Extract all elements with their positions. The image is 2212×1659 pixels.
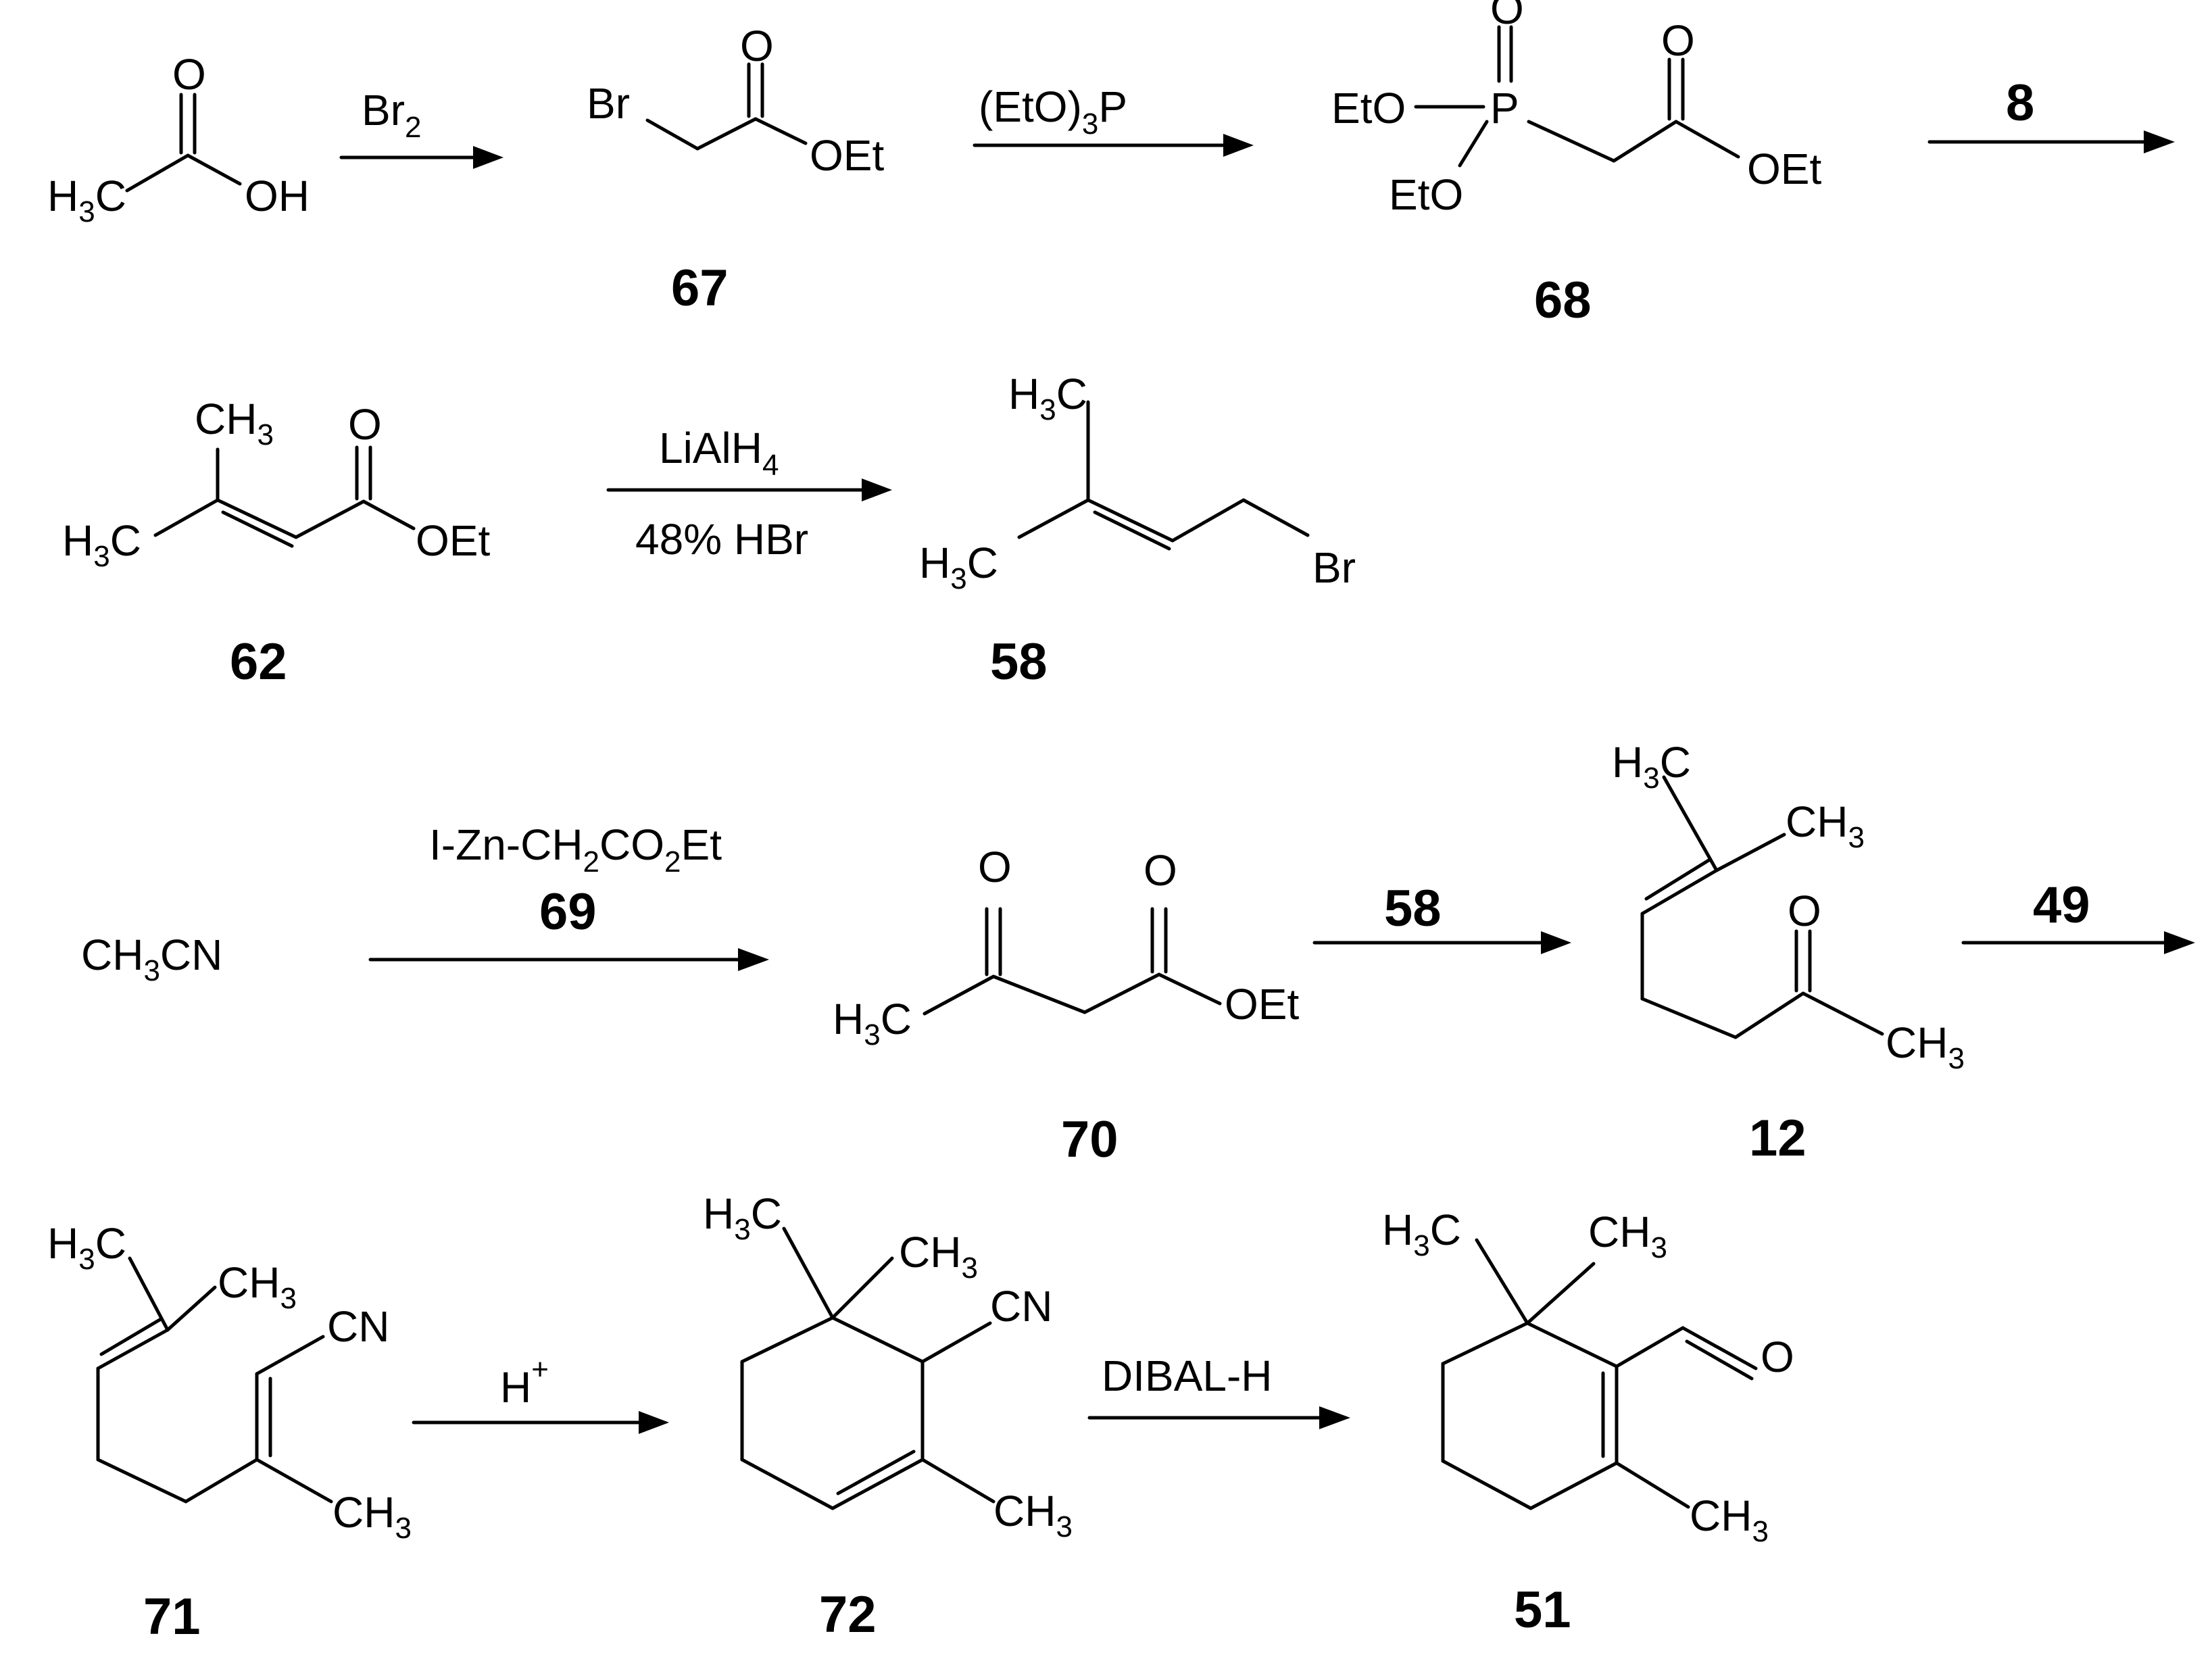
reagent-8: 8	[2006, 74, 2034, 132]
compound-72-methyl-top-left: H3C	[703, 1189, 782, 1246]
compound-68-phosphoryl-oxygen: O	[1490, 0, 1524, 33]
compound-label-51: 51	[1514, 1581, 1571, 1639]
compound-12-structure: H3C CH3 O CH3	[1612, 738, 1965, 1075]
arrow-arbuzov: (EtO)3P	[973, 82, 1254, 157]
compound-label-71: 71	[143, 1588, 201, 1645]
compound-70-ester-oxygen: O	[1144, 846, 1177, 895]
compound-label-58: 58	[990, 633, 1048, 691]
compound-62-structure: CH3 O H3C OEt	[62, 395, 490, 573]
reagent-bromine: Br2	[362, 86, 421, 144]
acetic-acid-structure: O H3C OH	[47, 50, 310, 228]
compound-70-ketone-oxygen: O	[978, 843, 1012, 891]
arrow-blaise: I-Zn-CH2CO2Et 69	[368, 820, 769, 971]
reagent-49: 49	[2033, 876, 2090, 934]
arrow-hwe: 8	[1927, 74, 2175, 153]
reagent-reformatsky-zinc: I-Zn-CH2CO2Et	[429, 820, 722, 878]
compound-label-62: 62	[230, 633, 287, 691]
compound-51-aldehyde-oxygen: O	[1761, 1333, 1794, 1381]
compound-58-methyl-top: H3C	[1008, 370, 1087, 426]
compound-51-methyl-bottom: CH3	[1690, 1491, 1769, 1548]
compound-68-phosphorus: P	[1490, 84, 1519, 132]
compound-71-methyl-top-left: H3C	[47, 1219, 126, 1276]
compound-12-methyl-top-right: CH3	[1786, 797, 1865, 854]
acetic-acid-hydroxyl: OH	[245, 172, 310, 220]
compound-71-nitrile: CN	[327, 1302, 389, 1351]
acetic-acid-methyl: H3C	[47, 172, 126, 228]
compound-68-carbonyl-oxygen: O	[1661, 16, 1695, 65]
reagent-58: 58	[1384, 880, 1442, 937]
compound-68-structure: EtO P O O EtO OEt	[1331, 0, 1821, 219]
compound-68-ethoxy-2: EtO	[1389, 170, 1463, 219]
compound-label-67: 67	[671, 259, 729, 317]
compound-62-methyl-left: H3C	[62, 516, 141, 573]
compound-label-72: 72	[819, 1586, 877, 1643]
compound-68-ester-ethoxy: OEt	[1747, 145, 1821, 193]
compound-62-methyl-top: CH3	[195, 395, 274, 451]
arrow-acid-cyclization: H+	[412, 1353, 669, 1434]
compound-67-bromine: Br	[587, 79, 630, 128]
compound-71-methyl-top-right: CH3	[218, 1258, 297, 1315]
reagent-triethyl-phosphite: (EtO)3P	[979, 82, 1127, 141]
arrow-hwe-2: 49	[1961, 876, 2195, 954]
compound-70-structure: O O H3C OEt	[833, 843, 1299, 1051]
compound-67-oxygen: O	[740, 22, 774, 70]
arrow-bromination: Br2	[339, 86, 503, 169]
compound-72-structure: H3C CH3 CN CH3	[703, 1189, 1073, 1543]
compound-67-structure: Br O OEt	[587, 22, 884, 180]
arrow-alkylation: 58	[1312, 880, 1571, 954]
compound-51-methyl-top-right: CH3	[1588, 1208, 1667, 1264]
compound-58-structure: H3C H3C Br	[919, 370, 1356, 595]
compound-70-methyl: H3C	[833, 995, 912, 1051]
compound-72-nitrile: CN	[990, 1282, 1052, 1331]
compound-72-methyl-top-right: CH3	[899, 1228, 978, 1285]
compound-label-68: 68	[1534, 272, 1592, 329]
compound-58-bromine: Br	[1312, 543, 1356, 592]
acetonitrile: CH3CN	[81, 931, 222, 987]
reagent-lithium-aluminium-hydride: LiAlH4	[659, 424, 779, 482]
arrow-dibal-reduction: DIBAL-H	[1087, 1352, 1350, 1429]
compound-51-methyl-top-left: H3C	[1382, 1206, 1461, 1262]
compound-70-ethoxy: OEt	[1225, 980, 1299, 1029]
reagent-hydrobromic-acid: 48% HBr	[635, 515, 808, 564]
compound-12-methyl-top-left: H3C	[1612, 738, 1691, 795]
compound-12-oxygen: O	[1788, 887, 1821, 935]
compound-62-ethoxy: OEt	[416, 516, 490, 565]
compound-71-methyl-bottom: CH3	[333, 1488, 412, 1545]
compound-67-ethoxy: OEt	[810, 131, 884, 180]
acetic-acid-oxygen: O	[172, 50, 206, 99]
compound-12-methyl-ketone: CH3	[1886, 1018, 1965, 1075]
compound-68-ethoxy-1: EtO	[1331, 84, 1406, 132]
arrow-reduction-bromination: LiAlH4 48% HBr	[606, 424, 892, 564]
compound-62-oxygen: O	[348, 400, 382, 449]
compound-label-70: 70	[1061, 1111, 1119, 1168]
reagent-dibal-h: DIBAL-H	[1102, 1352, 1273, 1400]
reagent-acid: H+	[500, 1353, 549, 1412]
compound-72-methyl-bottom: CH3	[993, 1487, 1073, 1543]
compound-71-structure: H3C CH3 CN CH3	[47, 1219, 412, 1545]
compound-label-12: 12	[1749, 1110, 1807, 1167]
reagent-69: 69	[539, 883, 597, 941]
compound-58-methyl-bottom: H3C	[919, 539, 998, 595]
compound-51-structure: H3C CH3 O CH3	[1382, 1206, 1794, 1548]
